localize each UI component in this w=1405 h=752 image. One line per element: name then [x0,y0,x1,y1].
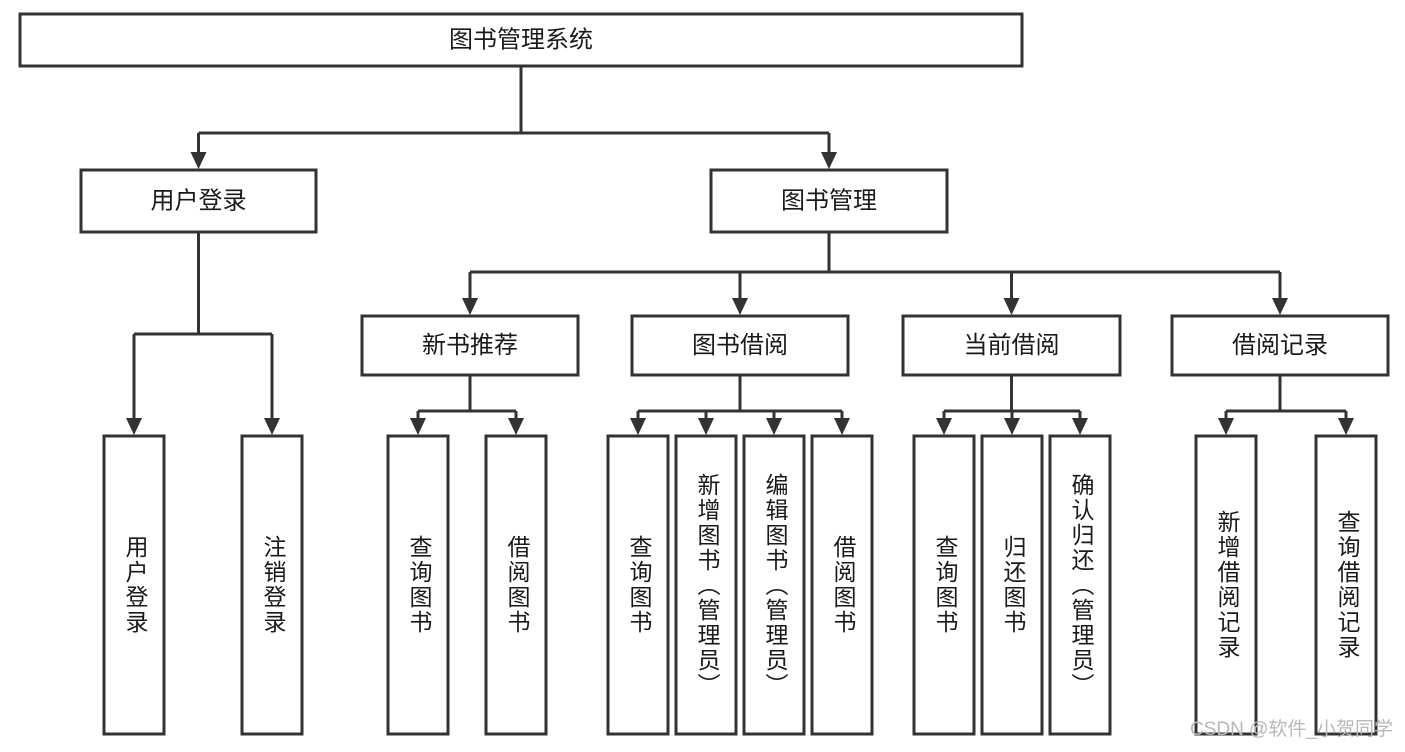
arrow-head-icon-current-borrow-2 [1072,418,1088,435]
node-box-borrow-record[interactable] [1170,314,1390,377]
node-label-book-manage: 图书管理 [781,187,877,214]
arrow-head-icon-user-login-0 [126,418,142,435]
node-box-leaf-add-book[interactable] [674,434,738,736]
arrow-head-icon-new-book-rec-1 [508,418,524,435]
node-box-leaf-borrow-book-rec[interactable] [484,434,548,736]
node-box-leaf-query-book-borrow[interactable] [606,434,670,736]
connector-lines [126,66,1354,435]
node-box-leaf-query-book-current[interactable] [912,434,976,736]
node-box-leaf-query-book-rec[interactable] [386,434,450,736]
arrow-head-icon-borrow-record-0 [1218,418,1234,435]
node-box-root[interactable] [18,12,1024,68]
arrow-head-icon-book-manage-0 [462,298,478,315]
node-box-leaf-user-login[interactable] [102,434,166,736]
node-box-leaf-return-book[interactable] [980,434,1044,736]
arrow-head-icon-book-borrow-1 [698,418,714,435]
node-box-book-borrow[interactable] [630,314,850,377]
node-box-user-login[interactable] [79,168,318,234]
watermark-text: CSDN @软件_小贺同学 [1190,719,1393,740]
node-label-user-login: 用户登录 [151,187,247,214]
node-box-leaf-borrow-book[interactable] [810,434,874,736]
arrow-head-icon-current-borrow-0 [936,418,952,435]
arrow-head-icon-user-login-1 [264,418,280,435]
node-box-leaf-query-borrow-record[interactable] [1314,434,1378,736]
arrow-head-icon-current-borrow-1 [1004,418,1020,435]
arrow-head-icon-book-borrow-3 [834,418,850,435]
arrow-head-icon-book-borrow-0 [630,418,646,435]
arrow-head-icon-book-manage-3 [1272,298,1288,315]
node-label-new-book-rec: 新书推荐 [422,332,518,359]
arrow-head-icon-borrow-record-1 [1338,418,1354,435]
node-boxes [18,12,1390,736]
node-label-root: 图书管理系统 [449,26,593,53]
arrow-head-icon-root-1 [821,152,837,169]
node-box-leaf-add-borrow-record[interactable] [1194,434,1258,736]
arrow-head-icon-book-manage-1 [732,298,748,315]
arrow-head-icon-book-borrow-2 [766,418,782,435]
node-box-new-book-rec[interactable] [360,314,580,377]
arrow-head-icon-root-0 [190,152,207,169]
node-box-book-manage[interactable] [709,168,949,234]
node-label-book-borrow: 图书借阅 [692,332,788,359]
arrow-head-icon-new-book-rec-0 [410,418,426,435]
node-box-leaf-edit-book[interactable] [742,434,806,736]
node-box-leaf-confirm-return[interactable] [1048,434,1112,736]
arrow-head-icon-book-manage-2 [1003,298,1020,315]
node-label-current-borrow: 当前借阅 [964,332,1060,359]
node-box-leaf-user-logout[interactable] [240,434,304,736]
node-label-borrow-record: 借阅记录 [1232,332,1328,359]
node-box-current-borrow[interactable] [901,314,1122,377]
